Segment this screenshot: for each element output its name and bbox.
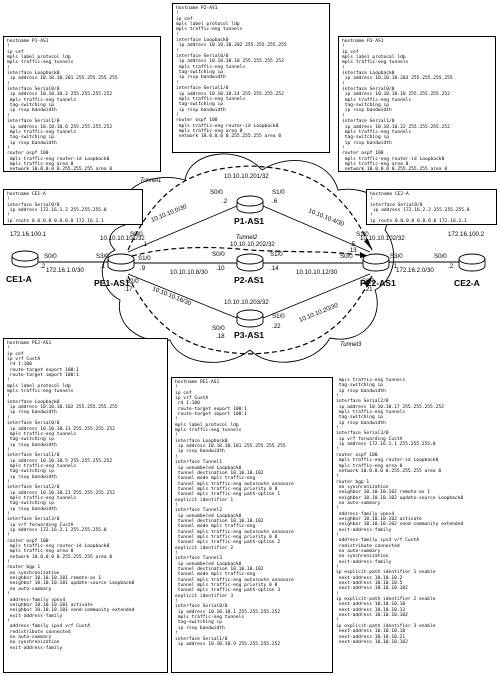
net-ce1-pe1: 172.16.1.0/30 [46,267,84,274]
router-pe2[interactable] [362,253,390,272]
net-pe2-ce2: 172.16.2.0/30 [396,267,434,274]
router-name-pe2: PE2-AS1 [360,278,396,288]
if-pe2-s00-ip: .13 [348,247,357,254]
loopback-ce1: 172.16.100.1 [10,231,47,238]
if-pe1-s20-ip: .17 [124,286,133,293]
router-name-p1: P1-AS1 [234,216,264,226]
net-pe1-p2: 10.10.10.8/30 [170,269,208,276]
if-pe1-s10-ip: .9 [140,265,146,272]
router-name-ce1: CE1-A [6,274,32,284]
if-p1-s10-ip: .6 [272,198,278,205]
link-p3-pe2 [262,273,371,319]
tunnel3-arrow [364,276,372,287]
if-pe1-s00: S0/0 [130,231,143,238]
if-p2-s00: S0/0 [212,251,225,258]
tunnel2-label: Tunnel2 [236,235,258,241]
loopback-ce2: 172.16.100.2 [448,231,485,238]
if-p1-s10: S1/0 [272,189,285,196]
config-ce1: hostname CE1-A ! interface Serial0/0 ip … [3,189,143,225]
if-pe2-s20: S2/0 [362,278,375,285]
if-pe2-s30-ip: .1 [392,263,398,270]
if-p3-s10-ip: .22 [272,323,281,330]
tunnel1-path [127,165,373,251]
loopback-p3: 10.10.10.203/32 [224,299,269,306]
loopback-p1: 10.10.10.201/32 [224,173,269,180]
net-p2-pe2: 10.10.10.12/30 [296,269,338,276]
if-pe2-s10-ip: .5 [350,241,356,248]
config-p3: hostname P3-AS1 ! ip cef mpls label prot… [338,36,496,172]
if-p3-s10: S1/0 [272,313,285,320]
tunnel3-label: Tunnel3 [340,342,362,348]
tunnel2-path [131,246,367,257]
config-p2: hostname P2-AS1 ! ip cef mpls label prot… [172,3,330,153]
if-p2-s00-ip: .10 [216,265,225,272]
net-p3-pe2: 10.10.10.20/30 [298,302,339,324]
if-ce1-ip: .2 [40,263,46,270]
config-ce2: hostname CE2-A ! interface Serial0/0 ip … [366,189,497,225]
if-pe2-s30: S3/0 [390,253,403,260]
router-name-p2: P2-AS1 [234,275,264,285]
config-pe1-continued: mpls traffic-eng tunnels tag-switching i… [336,378,464,645]
link-p1-pe2 [262,205,371,253]
if-pe1-s30: S3/0 [96,253,109,260]
router-p2[interactable] [236,253,264,272]
loopback-p2: 10.10.10.202/32 [230,241,275,248]
router-p1[interactable] [236,195,264,214]
loopback-pe2: 10.10.10.102/32 [360,235,405,242]
if-p2-s10: S1/0 [270,251,283,258]
if-pe1-s20: S2/0 [126,278,139,285]
if-ce2-s00: S0/0 [434,253,447,260]
link-pe1-p3 [127,273,238,319]
tunnel1-arrow [364,239,372,250]
tunnel1-label: Tunnel1 [140,178,161,184]
if-ce1-s00: S0/0 [44,253,57,260]
if-pe1-s30-ip: .1 [100,263,106,270]
link-pe1-p1 [127,205,238,253]
router-ce2[interactable] [458,253,486,272]
if-p1-s00-ip: .2 [222,198,228,205]
router-name-pe1: PE1-AS1 [94,278,130,288]
config-p1: hostname P1-AS1 ! ip cef mpls label prot… [3,36,161,172]
router-p3[interactable] [236,309,264,328]
net-p1-pe2: 10.10.10.4/30 [307,207,345,228]
config-pe2: hostname PE2-AS1 ! ip cef ip vrf CustA r… [3,338,168,673]
if-p3-s00-ip: .18 [216,333,225,340]
if-pe2-s00: S0/0 [340,253,353,260]
if-ce2-ip: .2 [448,263,454,270]
net-pe1-p1: 10.10.10.0/30 [150,203,188,224]
config-pe1: hostname PE1-AS1 ! ip cef ip vrf CustA r… [171,377,333,673]
loopback-pe1: 10.10.10.101/32 [100,235,145,242]
if-p2-s10-ip: .14 [270,265,279,272]
net-pe1-p3: 10.10.10.16/30 [151,285,192,307]
router-name-ce2: CE2-A [454,278,480,288]
if-p1-s00: S0/0 [210,189,223,196]
if-p3-s00: S0/0 [212,325,225,332]
if-pe2-s10: S1/0 [356,231,369,238]
tunnel3-path [127,275,373,355]
router-name-p3: P3-AS1 [234,330,264,340]
mpls-cloud [101,153,395,363]
router-pe1[interactable] [107,253,135,272]
if-pe2-s20-ip: .21 [364,286,373,293]
router-ce1[interactable] [11,250,39,268]
if-pe1-s00-ip: .1 [142,241,148,248]
if-pe1-s10: S1/0 [138,255,151,262]
